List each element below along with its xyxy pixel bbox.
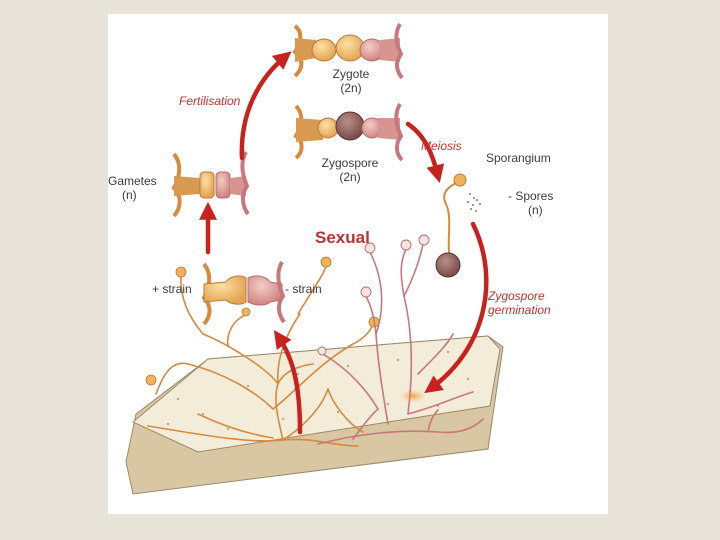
label-sexual: Sexual [315,228,370,247]
minus-strain-sporangia [317,234,430,356]
label-meiosis: Meiosis [421,139,462,153]
gametes-stage [171,150,250,218]
label-fertilisation: Fertilisation [179,94,241,108]
bread-substrate [125,335,504,495]
minus-strain-mycelium [317,243,484,445]
label-gametes: Gametes (n) [108,174,157,203]
progametangia-stage [201,260,286,326]
label-zygote-ploidy: (2n) [340,80,362,95]
label-spores-ploidy: (n) [528,202,543,217]
label-zygospore-text: Zygospore [321,156,379,170]
label-zygote-text: Zygote [332,67,370,81]
label-zygospore: Zygospore (2n) [320,156,380,185]
label-zygospore-germination-line2: germination [488,302,551,317]
label-zygote: Zygote (2n) [330,67,372,96]
zygote-stage [292,22,404,80]
germinating-zygospore [435,173,481,278]
plus-strain-sporangia [145,256,380,386]
plus-strain-mycelium [147,265,374,447]
label-zygospore-ploidy: (2n) [339,169,361,184]
label-plus-strain: + strain [152,282,192,296]
label-gametes-ploidy: (n) [122,187,137,202]
label-spores: - Spores (n) [508,189,554,218]
label-minus-strain: - strain [285,282,322,296]
diagram-canvas [125,22,504,495]
label-sporangium: Sporangium [486,151,551,165]
zygospore-stage [293,102,404,162]
label-zygospore-germination-line1: Zygospore [488,289,545,303]
cycle-arrows [199,51,489,435]
life-cycle-diagram: Zygote (2n) Fertilisation Zygospore (2n)… [108,14,608,514]
label-spores-text: - Spores [508,189,554,203]
label-zygospore-germination: Zygospore germination [488,289,551,318]
label-gametes-text: Gametes [108,174,157,188]
